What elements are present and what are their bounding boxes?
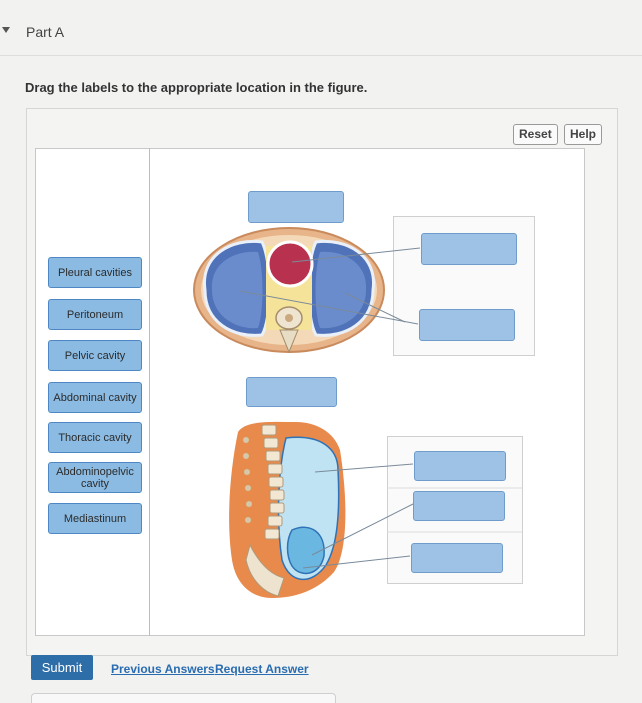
drop-target-6[interactable] (413, 491, 505, 521)
label-peritoneum[interactable]: Peritoneum (48, 299, 142, 330)
request-answer-link[interactable]: Request Answer (215, 662, 309, 676)
drop-target-3[interactable] (419, 309, 515, 341)
abdomen-sagittal-section (229, 421, 522, 598)
label-pelvic-cavity[interactable]: Pelvic cavity (48, 340, 142, 371)
help-button[interactable]: Help (564, 124, 603, 145)
instructions-text: Drag the labels to the appropriate locat… (25, 80, 368, 95)
drop-target-7[interactable] (411, 543, 503, 573)
reset-button[interactable]: Reset (513, 124, 558, 145)
drop-target-4[interactable] (246, 377, 337, 407)
label-mediastinum[interactable]: Mediastinum (48, 503, 142, 534)
drop-target-2[interactable] (421, 233, 517, 265)
label-pleural-cavities[interactable]: Pleural cavities (48, 257, 142, 288)
submit-button[interactable]: Submit (31, 655, 93, 680)
label-abdominal-cavity[interactable]: Abdominal cavity (48, 382, 142, 413)
part-title: Part A (26, 24, 65, 40)
drop-target-5[interactable] (414, 451, 506, 481)
collapse-triangle-icon[interactable] (2, 27, 10, 33)
feedback-panel (31, 693, 336, 703)
thorax-cross-section (193, 227, 421, 354)
label-bank-divider (149, 148, 150, 636)
label-abdominopelvic-cavity[interactable]: Abdominopelvic cavity (48, 462, 142, 493)
drop-target-1[interactable] (248, 191, 344, 223)
previous-answers-link[interactable]: Previous Answers (111, 662, 215, 676)
label-thoracic-cavity[interactable]: Thoracic cavity (48, 422, 142, 453)
divider (0, 55, 642, 56)
